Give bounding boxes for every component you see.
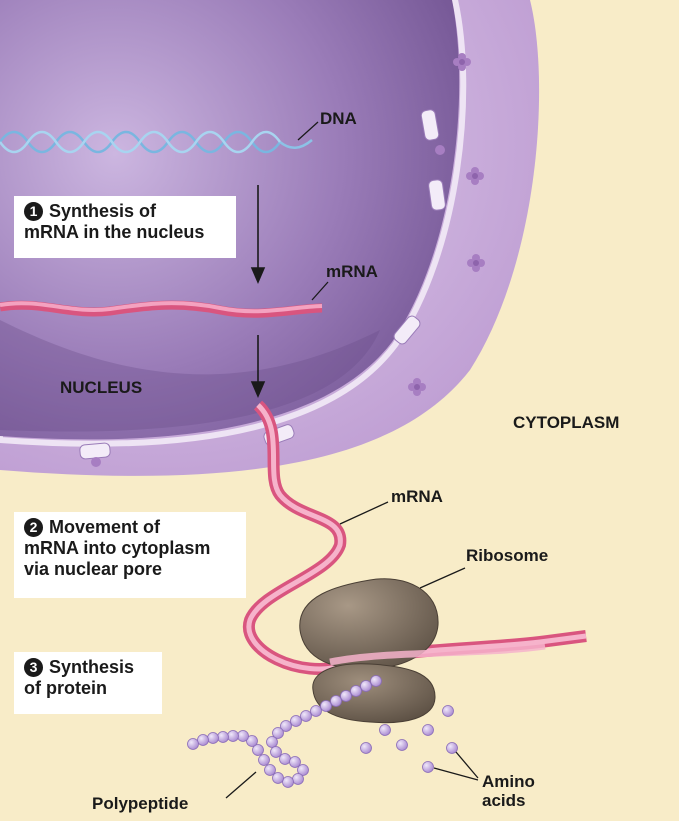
amino-label-line1: Amino	[482, 772, 535, 791]
amino-acids-label: Amino acids	[482, 772, 535, 810]
flow-arrows	[250, 185, 266, 399]
step-3-line1: Synthesis	[49, 657, 135, 677]
dna-helix	[0, 130, 313, 154]
amino-acids	[360, 705, 458, 773]
ribosome	[299, 578, 546, 724]
step-2-line3: via nuclear pore	[24, 559, 163, 579]
nucleus-label: NUCLEUS	[60, 378, 143, 397]
amino-label-line2: acids	[482, 791, 526, 810]
step-3-number: 3	[24, 658, 43, 677]
step-2-number: 2	[24, 518, 43, 537]
step-3-line2: of protein	[24, 678, 107, 698]
step-3-box: 3 Synthesis of protein	[14, 652, 162, 714]
cytoplasm-label: CYTOPLASM	[513, 413, 620, 432]
step-1-box: 1 Synthesis of mRNA in the nucleus	[14, 196, 236, 258]
amino-leaders	[433, 751, 479, 781]
step-2-line1: Movement of	[49, 517, 161, 537]
pore-complexes	[91, 145, 445, 467]
step-1-line1: Synthesis of	[49, 201, 157, 221]
step-1-line2: mRNA in the nucleus	[24, 222, 205, 242]
polypeptide-chain	[187, 675, 382, 788]
nuclear-pores	[79, 109, 446, 460]
dna-label: DNA	[320, 109, 357, 128]
polypeptide-label: Polypeptide	[92, 794, 189, 813]
ribosome-label: Ribosome	[466, 546, 549, 565]
envelope-rosettes	[408, 53, 485, 396]
mrna-nucleus-label: mRNA	[326, 262, 378, 281]
step-2-line2: mRNA into cytoplasm	[24, 538, 211, 558]
step-2-box: 2 Movement of mRNA into cytoplasm via nuc…	[14, 512, 246, 598]
step-1-number: 1	[24, 202, 43, 221]
mrna-cytoplasm-label: mRNA	[391, 487, 443, 506]
inner-membrane	[0, 0, 467, 447]
